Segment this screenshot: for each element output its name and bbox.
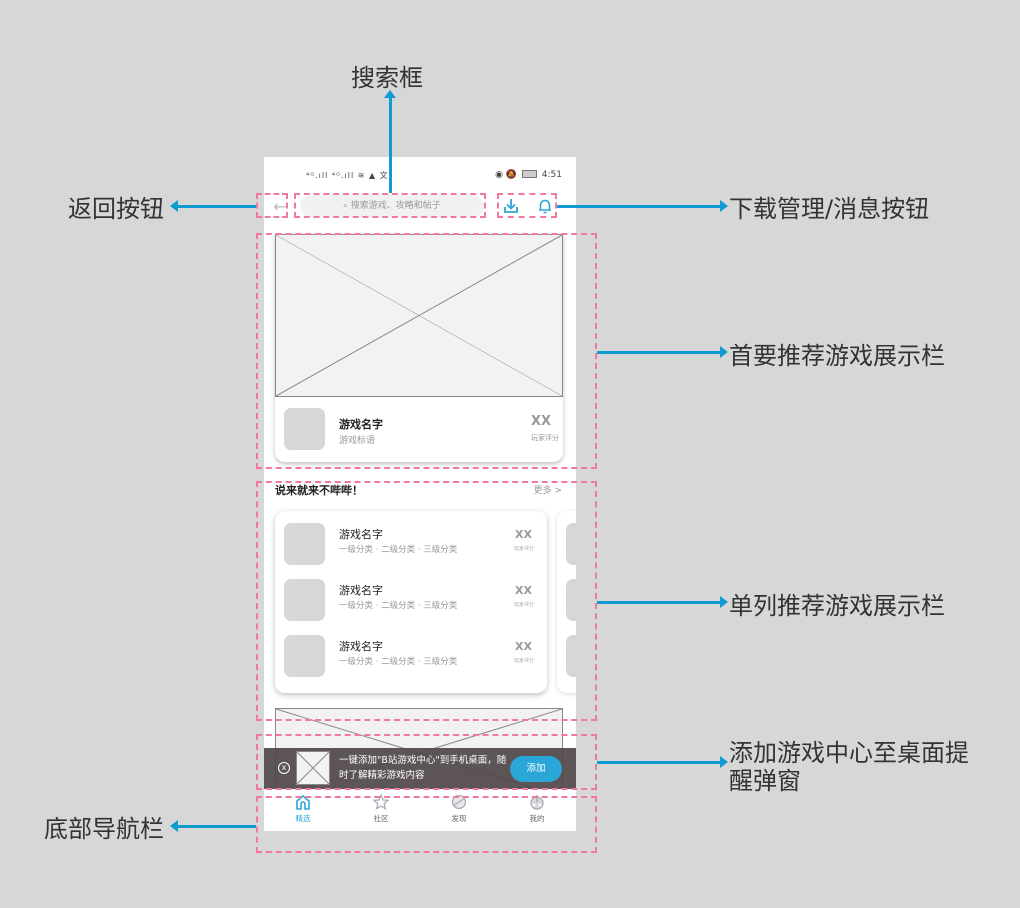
arrow-head-icon (720, 756, 728, 768)
score-label: 玩家评分 (513, 658, 534, 664)
bell-icon (539, 199, 551, 214)
game-score: XX (530, 414, 551, 429)
planet-icon (451, 794, 467, 810)
next-list-card-peek[interactable] (557, 511, 576, 693)
message-button[interactable] (534, 195, 556, 217)
back-arrow-line (178, 205, 256, 208)
popup-highlight (256, 734, 597, 790)
game-icon-placeholder (566, 523, 576, 565)
tab-discover[interactable]: 发现 (439, 793, 479, 824)
tab-label: 我的 (529, 814, 545, 823)
game-icon-placeholder (566, 635, 576, 677)
tab-label: 精选 (295, 814, 311, 823)
game-icon-placeholder (284, 523, 325, 565)
annotation-single-column: 单列推荐游戏展示栏 (729, 592, 945, 620)
featured-highlight (256, 233, 597, 469)
close-popup-button[interactable]: x (278, 762, 290, 774)
search-arrow (389, 98, 392, 193)
more-link[interactable]: 更多 > (533, 486, 562, 496)
clock: 4:51 (541, 170, 562, 180)
tab-label: 社区 (373, 814, 389, 823)
battery-icon (521, 170, 537, 178)
game-score: XX (515, 640, 532, 653)
score-label: 玩家评分 (531, 434, 559, 442)
annotation-popup-line1: 添加游戏中心至桌面提 (729, 739, 969, 767)
search-input[interactable]: ⌕搜索游戏、攻略和帖子 (300, 195, 484, 217)
search-highlight (294, 193, 486, 218)
download-icon (504, 199, 518, 213)
arrow-head-icon (720, 200, 728, 212)
game-name: 游戏名字 (339, 584, 383, 597)
tab-community[interactable]: 社区 (361, 793, 401, 824)
arrow-head-icon (170, 200, 178, 212)
featured-game-card[interactable]: 游戏名字 游戏标语 XX 玩家评分 (275, 234, 563, 462)
game-icon-placeholder (566, 579, 576, 621)
annotation-bottom-nav: 底部导航栏 (44, 815, 164, 843)
arrow-head-icon (170, 820, 178, 832)
game-icon-placeholder (284, 408, 325, 450)
annotation-back-button: 返回按钮 (68, 195, 164, 223)
game-name: 游戏名字 (339, 418, 383, 431)
arrow-head-icon (720, 346, 728, 358)
back-button-highlight (256, 193, 288, 218)
arrow-head-icon (720, 596, 728, 608)
search-icon: ⌕ (343, 201, 348, 210)
bottom-nav-highlight (256, 796, 597, 853)
arrow-head-icon (384, 90, 396, 98)
search-placeholder: 搜索游戏、攻略和帖子 (350, 201, 441, 211)
single-column-highlight (256, 481, 597, 721)
signal-icons: ⁴ᴳ.ıll ⁴ᴳ.ıll ≋ ▲ 文 (306, 171, 389, 180)
popup-message: 一键添加"B站游戏中心"到手机桌面，随时了解精彩游戏内容 (339, 755, 507, 781)
back-arrow-icon: ← (273, 197, 287, 216)
annotation-download-message: 下载管理/消息按钮 (729, 195, 930, 223)
tab-label: 发现 (451, 814, 467, 823)
download-button[interactable] (500, 195, 522, 217)
popup-thumbnail-placeholder (296, 751, 330, 785)
bottom-nav-arrow-line (178, 825, 256, 828)
annotation-featured: 首要推荐游戏展示栏 (729, 342, 945, 370)
featured-arrow-line (597, 351, 720, 354)
popup-arrow-line (597, 761, 720, 764)
game-score: XX (515, 528, 532, 541)
home-icon (296, 794, 310, 810)
add-to-desktop-popup: x 一键添加"B站游戏中心"到手机桌面，随时了解精彩游戏内容 添加 (264, 748, 576, 789)
annotation-search-box: 搜索框 (351, 64, 423, 92)
annotation-popup-line2: 醒弹窗 (729, 767, 801, 795)
phone-screen: ⁴ᴳ.ıll ⁴ᴳ.ıll ≋ ▲ 文 ◉ 🔕 4:51 ← ⌕搜索游戏、攻略和… (264, 157, 576, 831)
game-list-card: 游戏名字 一级分类 · 二级分类 · 三级分类 XX 玩家评分 游戏名字 一级分… (275, 511, 547, 693)
list-item[interactable]: 游戏名字 一级分类 · 二级分类 · 三级分类 XX 玩家评分 (275, 579, 547, 635)
game-categories: 一级分类 · 二级分类 · 三级分类 (339, 545, 458, 555)
status-icons: ◉ 🔕 (495, 170, 518, 180)
status-right: ◉ 🔕 4:51 (495, 170, 562, 180)
single-column-arrow-line (597, 601, 720, 604)
star-icon (372, 793, 390, 810)
game-categories: 一级分类 · 二级分类 · 三级分类 (339, 601, 458, 611)
add-button[interactable]: 添加 (510, 756, 562, 782)
game-name: 游戏名字 (339, 528, 383, 541)
tab-featured[interactable]: 精选 (283, 793, 323, 824)
back-button[interactable]: ← (270, 197, 290, 217)
score-label: 玩家评分 (513, 602, 534, 608)
download-arrow-line (557, 205, 720, 208)
game-icon-placeholder (284, 579, 325, 621)
status-bar: ⁴ᴳ.ıll ⁴ᴳ.ıll ≋ ▲ 文 ◉ 🔕 4:51 (264, 157, 576, 195)
score-label: 玩家评分 (513, 546, 534, 552)
game-name: 游戏名字 (339, 640, 383, 653)
game-slogan: 游戏标语 (339, 436, 376, 446)
list-item[interactable]: 游戏名字 一级分类 · 二级分类 · 三级分类 XX 玩家评分 (275, 635, 547, 691)
download-message-highlight (497, 193, 557, 218)
section-title: 说来就来不哔哔！ (275, 484, 363, 497)
game-score: XX (515, 584, 532, 597)
game-icon-placeholder (284, 635, 325, 677)
game-categories: 一级分类 · 二级分类 · 三级分类 (339, 657, 458, 667)
list-item[interactable]: 游戏名字 一级分类 · 二级分类 · 三级分类 XX 玩家评分 (275, 523, 547, 579)
